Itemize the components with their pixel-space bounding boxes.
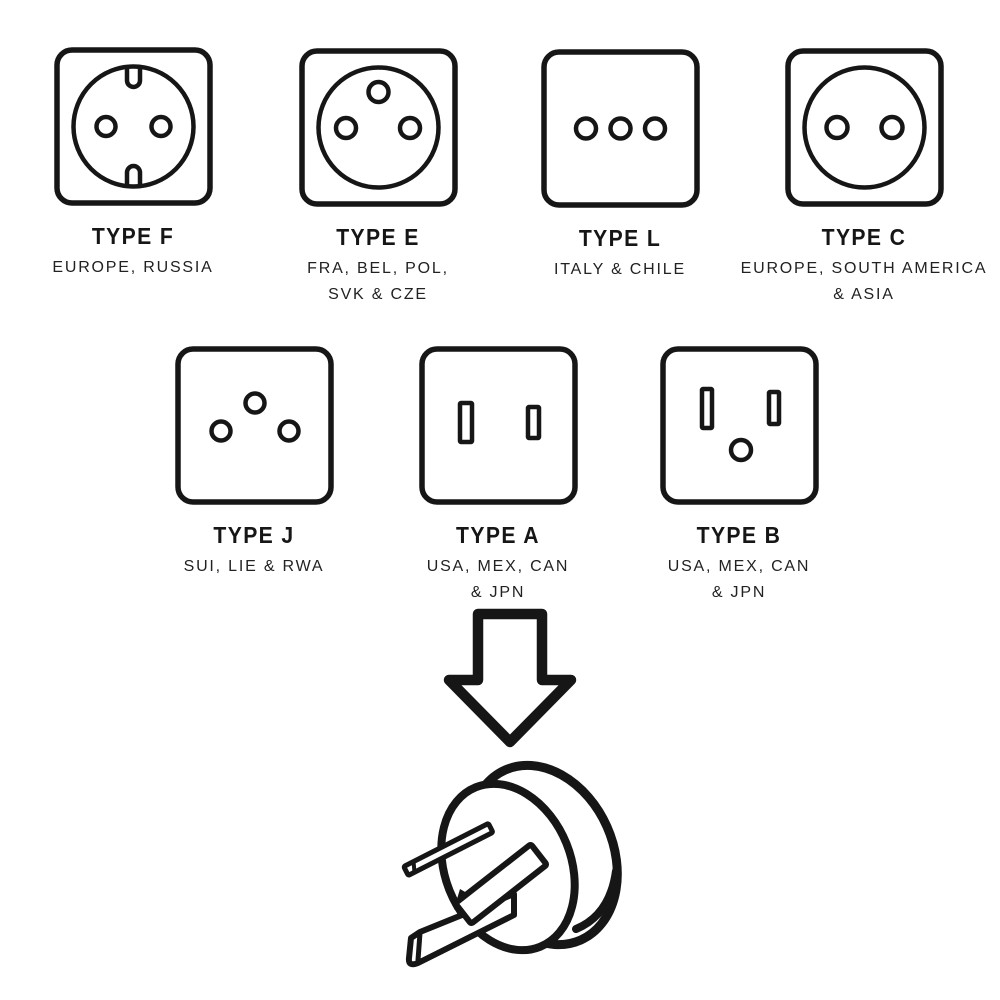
socket-type-label: TYPE F — [91, 223, 175, 249]
type-a-socket-icon — [418, 346, 578, 505]
socket-card-type-l: TYPE L ITALY & CHILE — [485, 48, 755, 283]
socket-card-type-f: TYPE F EUROPE, RUSSIA — [0, 46, 268, 281]
socket-region-label: EUROPE, SOUTH AMERICA & ASIA — [740, 260, 988, 303]
type-b-socket-icon — [659, 346, 819, 505]
socket-region-label: USA, MEX, CAN & JPN — [426, 558, 570, 601]
socket-region-label: EUROPE, RUSSIA — [52, 259, 214, 276]
socket-card-type-b: TYPE B USA, MEX, CAN & JPN — [604, 345, 874, 606]
type-f-socket-icon — [53, 47, 213, 206]
socket-card-type-e: TYPE E FRA, BEL, POL, SVK & CZE — [243, 47, 513, 308]
socket-card-type-j: TYPE J SUI, LIE & RWA — [119, 345, 389, 580]
socket-region-label: USA, MEX, CAN & JPN — [667, 558, 811, 601]
socket-region-label: ITALY & CHILE — [554, 261, 686, 278]
socket-type-label: TYPE E — [336, 224, 420, 250]
socket-type-label: TYPE J — [213, 522, 295, 548]
socket-region-label: FRA, BEL, POL, SVK & CZE — [307, 260, 449, 303]
type-j-socket-icon — [174, 346, 334, 505]
socket-card-type-c: TYPE C EUROPE, SOUTH AMERICA & ASIA — [729, 47, 999, 308]
type-l-socket-icon — [540, 49, 700, 208]
socket-type-label: TYPE L — [578, 225, 662, 251]
socket-type-label: TYPE B — [696, 522, 782, 548]
plug-adapter-icon — [390, 743, 690, 1000]
socket-card-type-a: TYPE A USA, MEX, CAN & JPN — [363, 345, 633, 606]
socket-region-label: SUI, LIE & RWA — [183, 558, 325, 575]
type-c-socket-icon — [784, 48, 944, 207]
down-arrow-icon — [440, 606, 580, 752]
socket-type-label: TYPE A — [456, 522, 540, 548]
type-e-socket-icon — [298, 48, 458, 207]
socket-type-label: TYPE C — [821, 224, 907, 250]
